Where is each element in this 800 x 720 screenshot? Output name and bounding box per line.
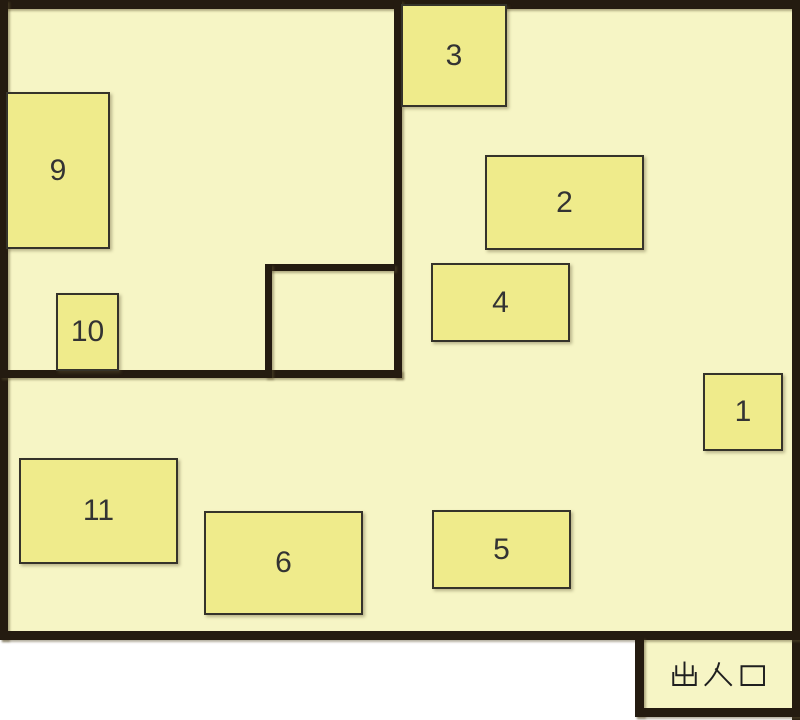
wall-annex-bottom <box>635 708 800 717</box>
room-box-label: 9 <box>49 153 67 187</box>
room-box-9[interactable]: 9 <box>6 92 110 249</box>
room-box-label: 11 <box>82 494 115 527</box>
room-box-label: 10 <box>70 315 105 348</box>
room-box-label: 6 <box>275 546 292 579</box>
room-box-3[interactable]: 3 <box>401 4 507 107</box>
room-box-label: 1 <box>734 395 752 428</box>
wall-bottom <box>0 631 800 640</box>
room-box-4[interactable]: 4 <box>431 263 570 342</box>
room-box-11[interactable]: 11 <box>19 458 178 564</box>
room-box-label: 2 <box>556 185 573 219</box>
wall-inner-horizontal <box>0 370 402 378</box>
entrance-exit-text: 出入口 <box>645 640 792 708</box>
room-box-5[interactable]: 5 <box>432 510 571 589</box>
entrance-annex-floor <box>635 637 800 717</box>
room-box-10[interactable]: 10 <box>56 293 119 371</box>
room-box-label: 3 <box>445 38 463 72</box>
room-box-2[interactable]: 2 <box>485 155 644 250</box>
room-box-6[interactable]: 6 <box>204 511 363 615</box>
wall-small-room-left <box>265 264 272 378</box>
room-box-label: 5 <box>493 532 510 566</box>
entrance-exit-label: 出入口 <box>645 640 792 708</box>
wall-small-room-top <box>265 264 395 271</box>
wall-left <box>0 0 8 640</box>
wall-inner-vertical <box>394 0 402 378</box>
wall-annex-left <box>635 637 644 717</box>
wall-right <box>792 0 800 720</box>
room-box-1[interactable]: 1 <box>703 373 783 451</box>
room-box-label: 4 <box>492 285 509 319</box>
entrance-exit-glyphs <box>671 661 765 686</box>
